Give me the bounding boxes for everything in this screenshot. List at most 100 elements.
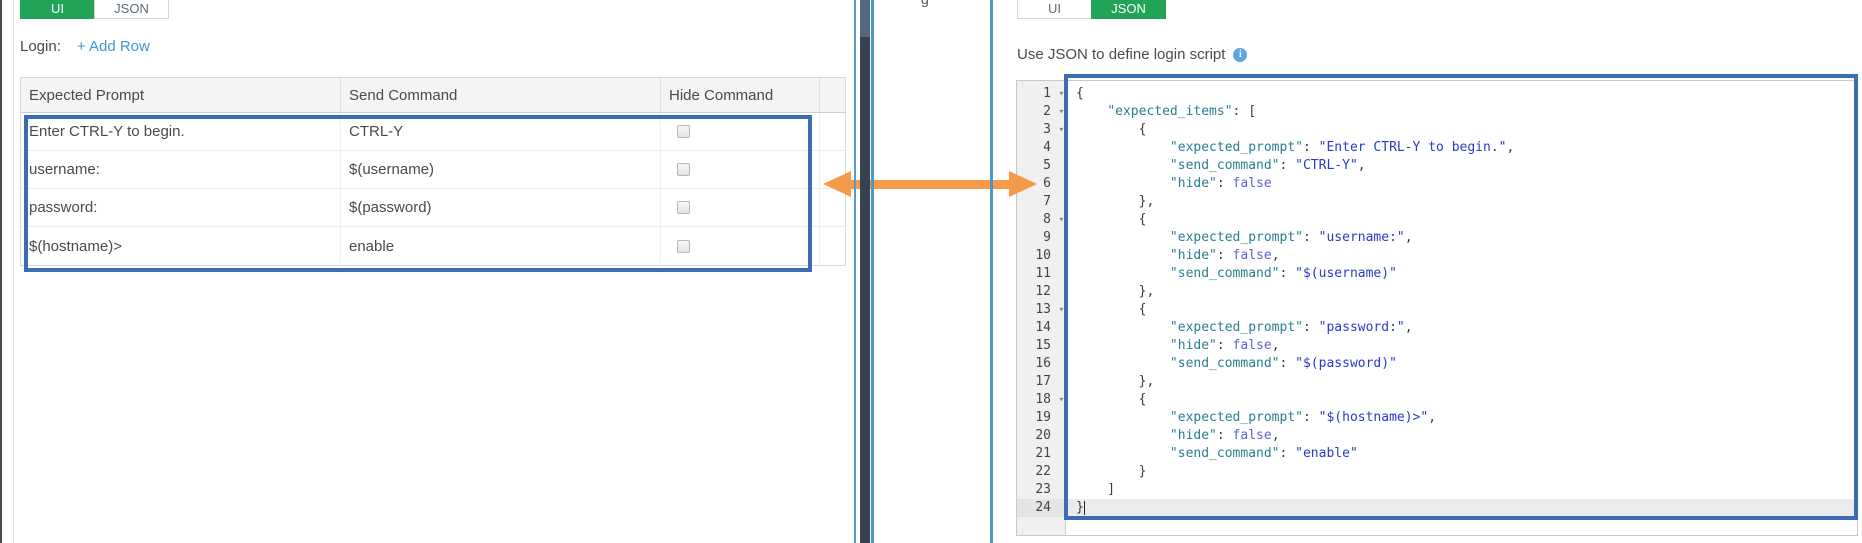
code-line[interactable]: "expected_prompt": "Enter CTRL-Y to begi… <box>1169 140 1515 155</box>
code-line[interactable]: { <box>1076 212 1147 227</box>
code-line[interactable]: }, <box>1076 284 1155 299</box>
panel-left-border <box>13 0 14 543</box>
right-panel-left-border <box>990 0 993 543</box>
left-tab-json[interactable]: JSON <box>94 0 169 19</box>
code-line[interactable]: } <box>1067 499 1857 517</box>
cell-expected-prompt: Enter CTRL-Y to begin. <box>21 113 341 150</box>
add-row-button[interactable]: + Add Row <box>76 38 150 55</box>
line-number: 18▾ <box>1035 392 1064 407</box>
code-line[interactable]: "expected_prompt": "password:", <box>1169 320 1413 335</box>
code-line[interactable]: }, <box>1076 374 1155 389</box>
cut-off-text-fragment: g <box>921 0 929 7</box>
right-tab-ui[interactable]: UI <box>1017 0 1092 19</box>
cell-send-command: $(username) <box>341 151 661 188</box>
hide-command-checkbox[interactable] <box>677 163 690 176</box>
code-line[interactable]: "send_command": "$(password)" <box>1169 356 1397 371</box>
fold-toggle-icon[interactable]: ▾ <box>1058 89 1064 99</box>
line-number: 13▾ <box>1035 302 1064 317</box>
line-number: 20 <box>1035 428 1051 443</box>
cell-hide-command <box>661 189 820 226</box>
line-number: 12 <box>1035 284 1051 299</box>
cell-filler <box>820 227 845 265</box>
line-number: 23 <box>1035 482 1051 497</box>
code-line[interactable]: { <box>1076 302 1147 317</box>
scrollbar-thumb[interactable] <box>860 0 870 37</box>
line-number: 15 <box>1035 338 1051 353</box>
line-number: 21 <box>1035 446 1051 461</box>
line-number: 24 <box>1017 499 1065 517</box>
hide-command-checkbox[interactable] <box>677 201 690 214</box>
code-line[interactable]: } <box>1076 464 1147 479</box>
fold-toggle-icon[interactable]: ▾ <box>1058 395 1064 405</box>
line-number: 4 <box>1043 140 1051 155</box>
info-icon[interactable]: i <box>1233 47 1248 62</box>
cell-send-command: $(password) <box>341 189 661 226</box>
code-line[interactable]: "hide": false, <box>1169 428 1280 443</box>
code-line[interactable]: "expected_items": [ <box>1107 104 1257 119</box>
line-number: 10 <box>1035 248 1051 263</box>
code-line[interactable]: "send_command": "enable" <box>1169 446 1358 461</box>
code-line[interactable]: { <box>1076 392 1147 407</box>
fold-toggle-icon[interactable]: ▾ <box>1058 107 1064 117</box>
column-header-expected-prompt: Expected Prompt <box>21 78 341 112</box>
code-line[interactable]: ] <box>1076 482 1116 497</box>
editor-code[interactable]: { "expected_items": [ { "expected_prompt… <box>1067 81 1857 535</box>
code-line[interactable]: "expected_prompt": "username:", <box>1169 230 1413 245</box>
right-tab-json[interactable]: JSON <box>1091 0 1166 19</box>
sync-arrow-right-head <box>1009 171 1037 197</box>
fold-toggle-icon[interactable]: ▾ <box>1058 125 1064 135</box>
code-line[interactable]: "hide": false, <box>1169 248 1280 263</box>
line-number: 17 <box>1035 374 1051 389</box>
column-header-filler <box>820 78 845 112</box>
left-panel-right-border <box>854 0 856 543</box>
line-number: 14 <box>1035 320 1051 335</box>
line-number: 9 <box>1043 230 1051 245</box>
right-view-toggle: UI JSON <box>1017 0 1166 19</box>
cell-filler <box>820 113 845 150</box>
hide-command-checkbox[interactable] <box>677 125 690 138</box>
code-line[interactable]: { <box>1076 86 1084 101</box>
left-tab-ui[interactable]: UI <box>20 0 95 19</box>
fold-toggle-icon[interactable]: ▾ <box>1058 215 1064 225</box>
column-header-hide-command: Hide Command <box>661 78 820 112</box>
line-number: 2▾ <box>1043 104 1064 119</box>
code-line[interactable]: "send_command": "$(username)" <box>1169 266 1397 281</box>
middle-divider-line <box>871 0 874 543</box>
code-line[interactable]: { <box>1076 122 1147 137</box>
line-number: 16 <box>1035 356 1051 371</box>
line-number: 5 <box>1043 158 1051 173</box>
code-line[interactable]: "hide": false, <box>1169 338 1280 353</box>
table-row[interactable]: password:$(password) <box>21 189 845 227</box>
cell-send-command: enable <box>341 227 661 265</box>
cell-hide-command <box>661 113 820 150</box>
line-number: 19 <box>1035 410 1051 425</box>
fold-toggle-icon[interactable]: ▾ <box>1058 305 1064 315</box>
code-line[interactable]: "hide": false <box>1169 176 1272 191</box>
text-cursor <box>1083 500 1085 515</box>
cell-expected-prompt: username: <box>21 151 341 188</box>
cell-hide-command <box>661 151 820 188</box>
sync-arrow-left-head <box>823 171 851 197</box>
sync-arrow-shaft <box>843 180 1012 189</box>
json-description: Use JSON to define login script i <box>1017 46 1248 63</box>
hide-command-checkbox[interactable] <box>677 239 690 253</box>
code-line[interactable]: }, <box>1076 194 1155 209</box>
table-header-row: Expected Prompt Send Command Hide Comman… <box>21 78 845 113</box>
line-number: 3▾ <box>1043 122 1064 137</box>
code-line[interactable]: "send_command": "CTRL-Y", <box>1169 158 1366 173</box>
login-label: Login: <box>20 38 61 55</box>
table-row[interactable]: $(hostname)>enable <box>21 227 845 265</box>
cell-expected-prompt: password: <box>21 189 341 226</box>
cell-send-command: CTRL-Y <box>341 113 661 150</box>
vertical-scrollbar[interactable] <box>860 0 870 543</box>
line-number: 11 <box>1035 266 1051 281</box>
table-row[interactable]: Enter CTRL-Y to begin.CTRL-Y <box>21 113 845 151</box>
json-description-text: Use JSON to define login script <box>1017 46 1226 63</box>
line-number: 22 <box>1035 464 1051 479</box>
cell-expected-prompt: $(hostname)> <box>21 227 341 265</box>
table-row[interactable]: username:$(username) <box>21 151 845 189</box>
line-number: 1▾ <box>1043 86 1064 101</box>
code-line[interactable]: "expected_prompt": "$(hostname)>", <box>1169 410 1437 425</box>
